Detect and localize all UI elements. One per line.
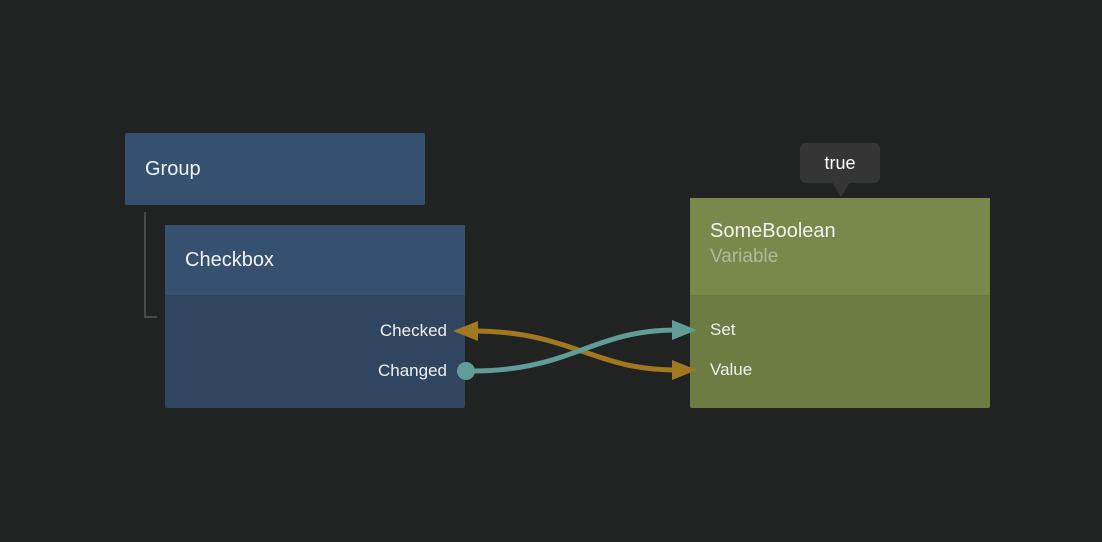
node-someboolean-header[interactable]: SomeBoolean Variable bbox=[690, 198, 990, 295]
value-tooltip: true bbox=[800, 143, 880, 183]
node-checkbox-title: Checkbox bbox=[185, 249, 274, 271]
node-group-title: Group bbox=[145, 158, 201, 180]
port-set[interactable]: Set bbox=[710, 320, 736, 339]
port-value[interactable]: Value bbox=[710, 360, 753, 379]
port-checked[interactable]: Checked bbox=[379, 321, 447, 340]
node-someboolean-title: SomeBoolean bbox=[710, 220, 836, 242]
node-someboolean-subtitle: Variable bbox=[710, 246, 779, 267]
port-changed[interactable]: Changed bbox=[377, 361, 447, 380]
wire-changed-to-set[interactable] bbox=[471, 327, 677, 374]
tree-connector-vertical bbox=[144, 212, 146, 318]
wire-value-to-checked[interactable] bbox=[471, 328, 677, 373]
tree-connector-horizontal bbox=[144, 316, 157, 318]
node-checkbox[interactable]: Checkbox Checked Changed bbox=[165, 225, 465, 408]
node-checkbox-header[interactable]: Checkbox bbox=[165, 225, 465, 295]
node-group[interactable]: Group bbox=[125, 133, 425, 205]
node-someboolean[interactable]: SomeBoolean Variable Set Value bbox=[690, 198, 990, 408]
tooltip-pointer-icon bbox=[832, 182, 850, 197]
